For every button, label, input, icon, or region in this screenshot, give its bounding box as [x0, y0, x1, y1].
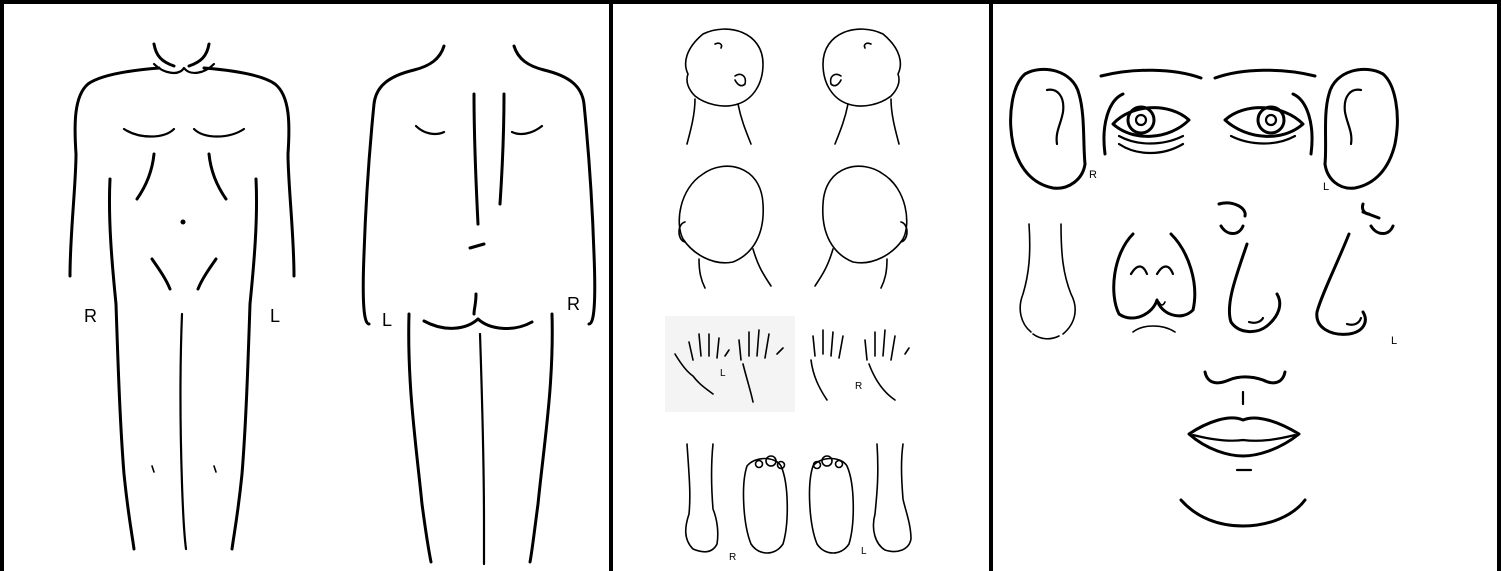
panel-head-hands-feet: L R R L: [613, 4, 989, 571]
eye-left: [1215, 70, 1315, 154]
feet-right-label: R: [729, 552, 736, 563]
nose-underside: [1114, 234, 1195, 332]
nose-profile-right: [1219, 203, 1280, 332]
body-back-figure: L R: [363, 46, 595, 564]
full-body-diagram: R L L R: [4, 4, 609, 571]
ear-left: L: [1323, 69, 1397, 193]
ear-right: R: [1011, 69, 1097, 188]
panel-full-body: R L L R: [4, 4, 609, 571]
nose-profile-left: L: [1317, 204, 1397, 347]
eye-right: [1101, 70, 1201, 154]
ear-right-label: R: [1089, 169, 1097, 181]
nose-left-label: L: [1391, 335, 1397, 347]
chin: [1181, 500, 1305, 526]
head-hands-feet-diagram: L R R L: [613, 4, 989, 571]
nose-front-outline: [1020, 224, 1075, 339]
head-back-right: [815, 166, 907, 288]
front-body-right-label: R: [84, 306, 97, 326]
face-features-diagram: R: [993, 4, 1497, 571]
lips: [1189, 372, 1299, 470]
body-front-figure: R L: [70, 44, 294, 549]
foot-right-side: [686, 444, 718, 552]
ear-left-label: L: [1323, 181, 1329, 193]
panel-face-features: R: [993, 4, 1497, 571]
hands-right-pair: R: [811, 330, 909, 400]
back-body-left-label: L: [382, 310, 392, 330]
head-left-profile: [686, 29, 763, 144]
head-back-left: [679, 166, 771, 288]
front-body-left-label: L: [270, 306, 280, 326]
hands-left-background: [665, 316, 795, 412]
back-body-right-label: R: [567, 294, 580, 314]
foot-left-sole: L: [810, 456, 867, 557]
feet-left-label: L: [861, 546, 867, 557]
hands-right-label: R: [855, 381, 862, 392]
head-right-profile: [823, 29, 900, 144]
foot-right-sole: R: [729, 456, 787, 563]
hands-left-label: L: [720, 368, 726, 379]
foot-left-side: [873, 444, 911, 552]
